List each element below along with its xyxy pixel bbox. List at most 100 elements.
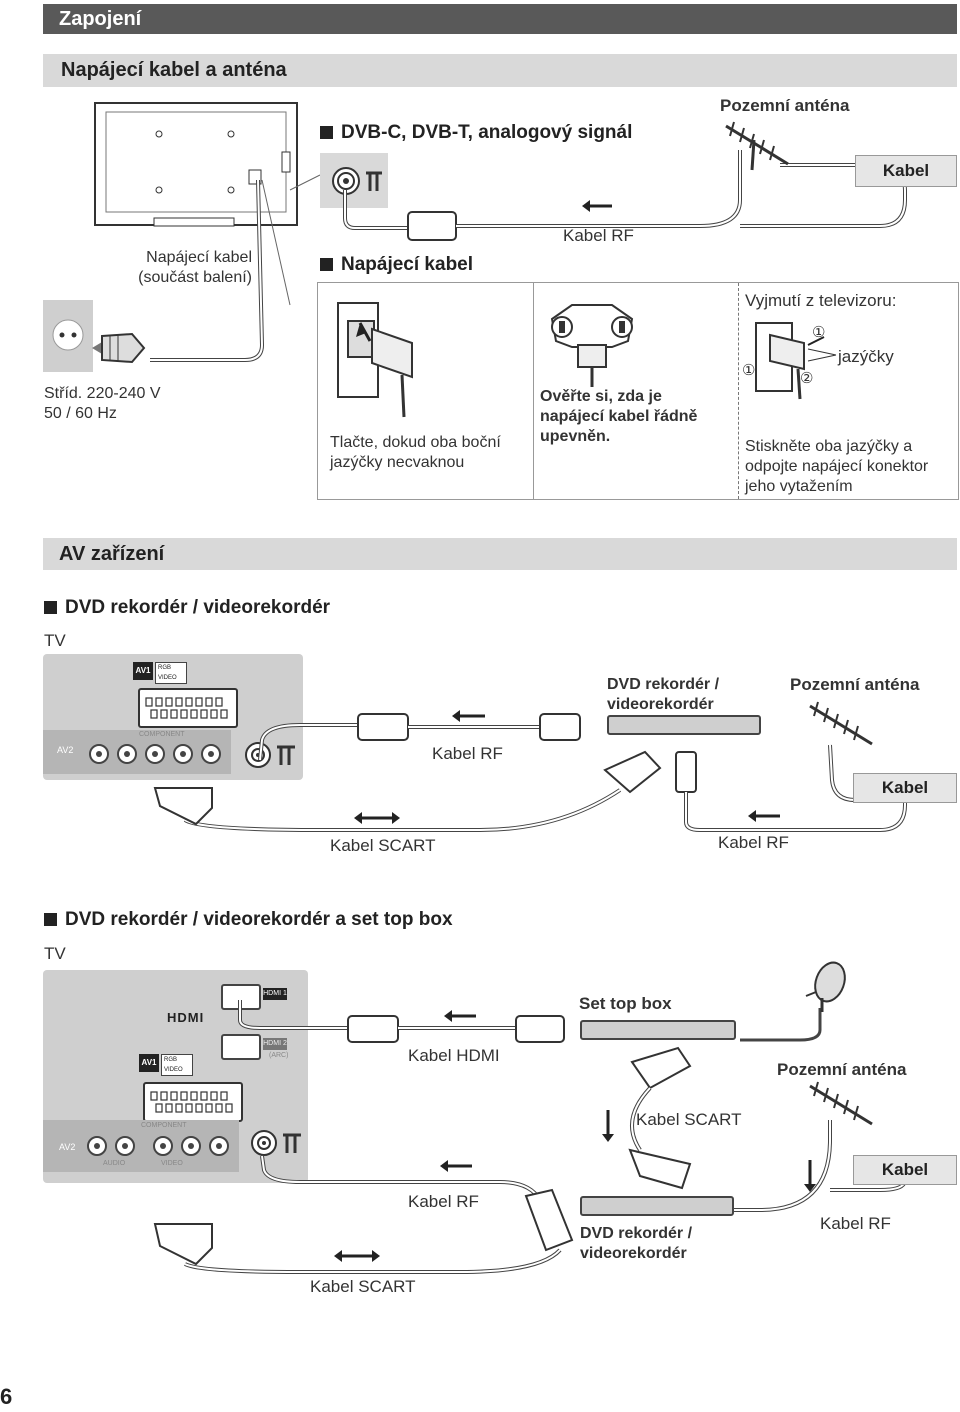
bullet-square-icon [320, 258, 333, 271]
bullet-square-icon [320, 126, 333, 139]
av1-signal-box: RGB VIDEO [155, 662, 187, 684]
press-line3: jeho vytažením [745, 478, 853, 495]
satellite-dish-icon [805, 961, 846, 1012]
sub2-rgb-label: RGB [164, 1057, 178, 1063]
sub1-recorder-line1: DVD rekordér / [607, 676, 720, 693]
removal-title: Vyjmutí z televizoru: [745, 291, 897, 310]
sub1-recorder-device [607, 715, 761, 735]
tv-leader-lines [150, 174, 321, 362]
sub2-av2-label: AV2 [59, 1142, 76, 1152]
check-line3: upevněn. [540, 428, 611, 445]
section-av-title: AV zařízení [43, 538, 957, 570]
sub2-rf-cable-left-label: Kabel RF [408, 1192, 479, 1211]
arc-label: (ARC) [269, 1052, 289, 1059]
mains-voltage: Stříd. 220-240 V [44, 385, 161, 402]
hdmi-logo: HDMI [167, 1010, 205, 1025]
scart-pins [145, 697, 228, 719]
sub1-tv-label: TV [44, 631, 66, 650]
rca-jacks [89, 744, 221, 764]
scart-socket [138, 688, 238, 728]
hdmi2-port[interactable] [221, 1034, 261, 1060]
wall-outlet [43, 300, 93, 372]
divider-dashed [738, 283, 740, 499]
connector-remove-drawing [755, 322, 825, 400]
sub2-ground-antenna-label: Pozemní anténa [777, 1060, 907, 1079]
sub2-tv-label: TV [44, 944, 66, 963]
tv-panel-2: HDMI HDMI 1 HDMI 2 (ARC) AV1 RGB VIDEO A… [43, 970, 308, 1183]
power-cable-label-line1: Napájecí kabel [146, 249, 252, 266]
tv2-antenna-socket [251, 1130, 301, 1156]
sub2-video-label: VIDEO [164, 1067, 183, 1073]
sub2-rf-cable-right-label: Kabel RF [820, 1214, 891, 1233]
hdmi1-label: HDMI 1 [263, 988, 287, 1000]
power-instructions-box: Tlačte, dokud oba boční jazýčky necvakno… [317, 282, 959, 500]
push-line1: Tlačte, dokud oba boční [330, 434, 501, 451]
component-label: COMPONENT [139, 731, 185, 738]
sub2-kabel-box: Kabel [853, 1155, 957, 1185]
rgb-label: RGB [158, 665, 172, 671]
check-instruction: Ověřte si, zda je napájecí kabel řádně u… [540, 387, 697, 447]
mains-spec: Stříd. 220-240 V 50 / 60 Hz [44, 384, 161, 424]
push-line2: jazýčky necvaknou [330, 454, 465, 471]
hdmi-cable-label: Kabel HDMI [408, 1046, 500, 1065]
kabel-box-1: Kabel [855, 155, 957, 187]
sub-dvb-text: DVB-C, DVB-T, analogový signál [341, 122, 633, 143]
set-top-box-device [580, 1020, 736, 1040]
sub2-av2-strip: AV2 COMPONENT AUDIO VIDEO [43, 1120, 239, 1172]
set-top-box-label: Set top box [579, 994, 672, 1013]
sub1-kabel-box: Kabel [853, 773, 957, 803]
video-label: VIDEO [158, 675, 177, 681]
sub2-heading: DVD rekordér / videorekordér a set top b… [44, 909, 453, 931]
antenna-socket-panel [320, 153, 388, 208]
outlet-icon [52, 319, 84, 351]
push-instruction: Tlačte, dokud oba boční jazýčky necvakno… [330, 433, 501, 473]
power-cable-label-line2: (součást balení) [138, 269, 252, 286]
bullet-square-icon [44, 601, 57, 614]
check-line2: napájecí kabel řádně [540, 408, 698, 425]
sub2-scart-cable-mid-label: Kabel SCART [636, 1110, 742, 1129]
sub2-video-small-label: VIDEO [161, 1160, 183, 1167]
av1-badge: AV1 [133, 662, 153, 680]
sub2-scart-cable-bottom-label: Kabel SCART [310, 1277, 416, 1296]
step1-marker-top: ① [812, 324, 826, 341]
sub1-heading-text: DVD rekordér / videorekordér [65, 597, 331, 618]
sub2-recorder-line1: DVD rekordér / [580, 1225, 693, 1242]
sub1-ground-antenna-label: Pozemní anténa [790, 675, 920, 694]
sub2-audio-label: AUDIO [103, 1160, 126, 1167]
step1-marker-left: ① [742, 362, 756, 379]
sub2-recorder-line2: videorekordér [580, 1245, 687, 1262]
hdmi2-label: HDMI 2 [263, 1038, 287, 1050]
sub1-recorder-label: DVD rekordér / videorekordér [607, 675, 719, 715]
press-instruction: Stiskněte oba jazýčky a odpojte napájecí… [745, 437, 928, 497]
section-power-antenna-title: Napájecí kabel a anténa [43, 54, 957, 87]
sub2-component-label: COMPONENT [141, 1122, 187, 1129]
bullet-square-icon [44, 913, 57, 926]
sub2-av1-signal-box: RGB VIDEO [161, 1054, 193, 1076]
sub1-heading: DVD rekordér / videorekordér [44, 597, 330, 619]
sub-power-heading: Napájecí kabel [320, 254, 473, 276]
sub1-rf-cable-bottom-label: Kabel RF [718, 833, 789, 852]
ground-antenna-icon [725, 121, 789, 171]
sub2-heading-text: DVD rekordér / videorekordér a set top b… [65, 909, 453, 930]
sub2-scart-pins [150, 1091, 233, 1113]
rf-cable-section1 [343, 150, 907, 241]
sub2-recorder-label: DVD rekordér / videorekordér [580, 1224, 692, 1264]
sub-dvb-heading: DVB-C, DVB-T, analogový signál [320, 122, 632, 144]
press-line2: odpojte napájecí konektor [745, 458, 929, 475]
av2-label: AV2 [57, 745, 74, 755]
rf-cable-label-1: Kabel RF [563, 226, 634, 245]
sub2-antenna-icon [809, 1081, 873, 1126]
sub1-rf-cable-top-label: Kabel RF [432, 744, 503, 763]
press-line1: Stiskněte oba jazýčky a [745, 438, 913, 455]
sub2-av1-badge: AV1 [139, 1054, 159, 1072]
sub1-antenna-icon [809, 701, 873, 746]
divider [533, 283, 534, 499]
ground-antenna-label: Pozemní anténa [720, 96, 850, 115]
sub2-cables [153, 1000, 907, 1274]
sub1-cables [153, 710, 907, 832]
page-number: 6 [0, 1384, 13, 1409]
sub2-scart-socket [143, 1082, 243, 1122]
sub1-scart-cable-label: Kabel SCART [330, 836, 436, 855]
power-plug-icon [92, 332, 146, 364]
power-cable-label: Napájecí kabel (součást balení) [100, 248, 252, 288]
